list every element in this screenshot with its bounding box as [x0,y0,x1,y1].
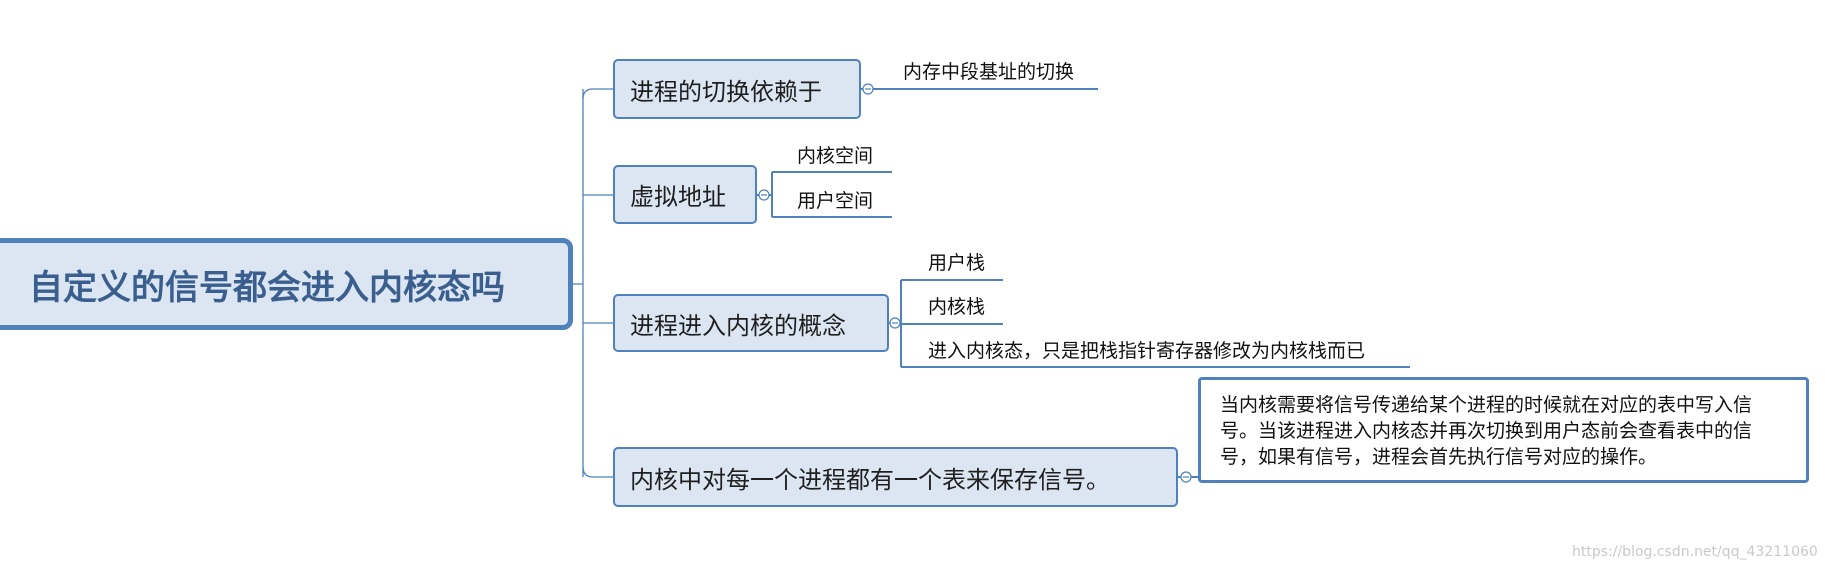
branch-topic-label: 内核中对每一个进程都有一个表来保存信号。 [630,465,1110,494]
watermark-text: https://blog.csdn.net/qq_43211060 [1572,544,1818,560]
branch-topic-1[interactable]: 进程的切换依赖于 [613,59,861,119]
branch-topic-4[interactable]: 内核中对每一个进程都有一个表来保存信号。 [613,447,1178,507]
root-topic-label: 自定义的信号都会进入内核态吗 [29,267,505,308]
branch-topic-3[interactable]: 进程进入内核的概念 [613,294,889,352]
leaf-topic[interactable]: 内核栈 [928,296,986,318]
leaf-topic[interactable]: 内核空间 [797,145,874,167]
branch-topic-label: 虚拟地址 [630,183,726,211]
branch-topic-label: 进程进入内核的概念 [630,311,846,340]
connector-branch-4 [582,466,613,478]
leaf-topic[interactable]: 用户栈 [928,252,986,274]
branch-topic-label: 进程的切换依赖于 [630,77,822,106]
branch-topic-2[interactable]: 虚拟地址 [613,165,757,224]
leaf-topic[interactable]: 内存中段基址的切换 [903,61,1075,83]
connector-branch-1 [582,88,613,100]
root-topic[interactable]: 自定义的信号都会进入内核态吗 [0,238,573,330]
leaf-topic[interactable]: 用户空间 [797,190,874,212]
leaf-topic[interactable]: 进入内核态，只是把栈指针寄存器修改为内核栈而已 [928,340,1366,362]
note-box[interactable]: 当内核需要将信号传递给某个进程的时候就在对应的表中写入信号。当该进程进入内核态并… [1198,377,1809,483]
